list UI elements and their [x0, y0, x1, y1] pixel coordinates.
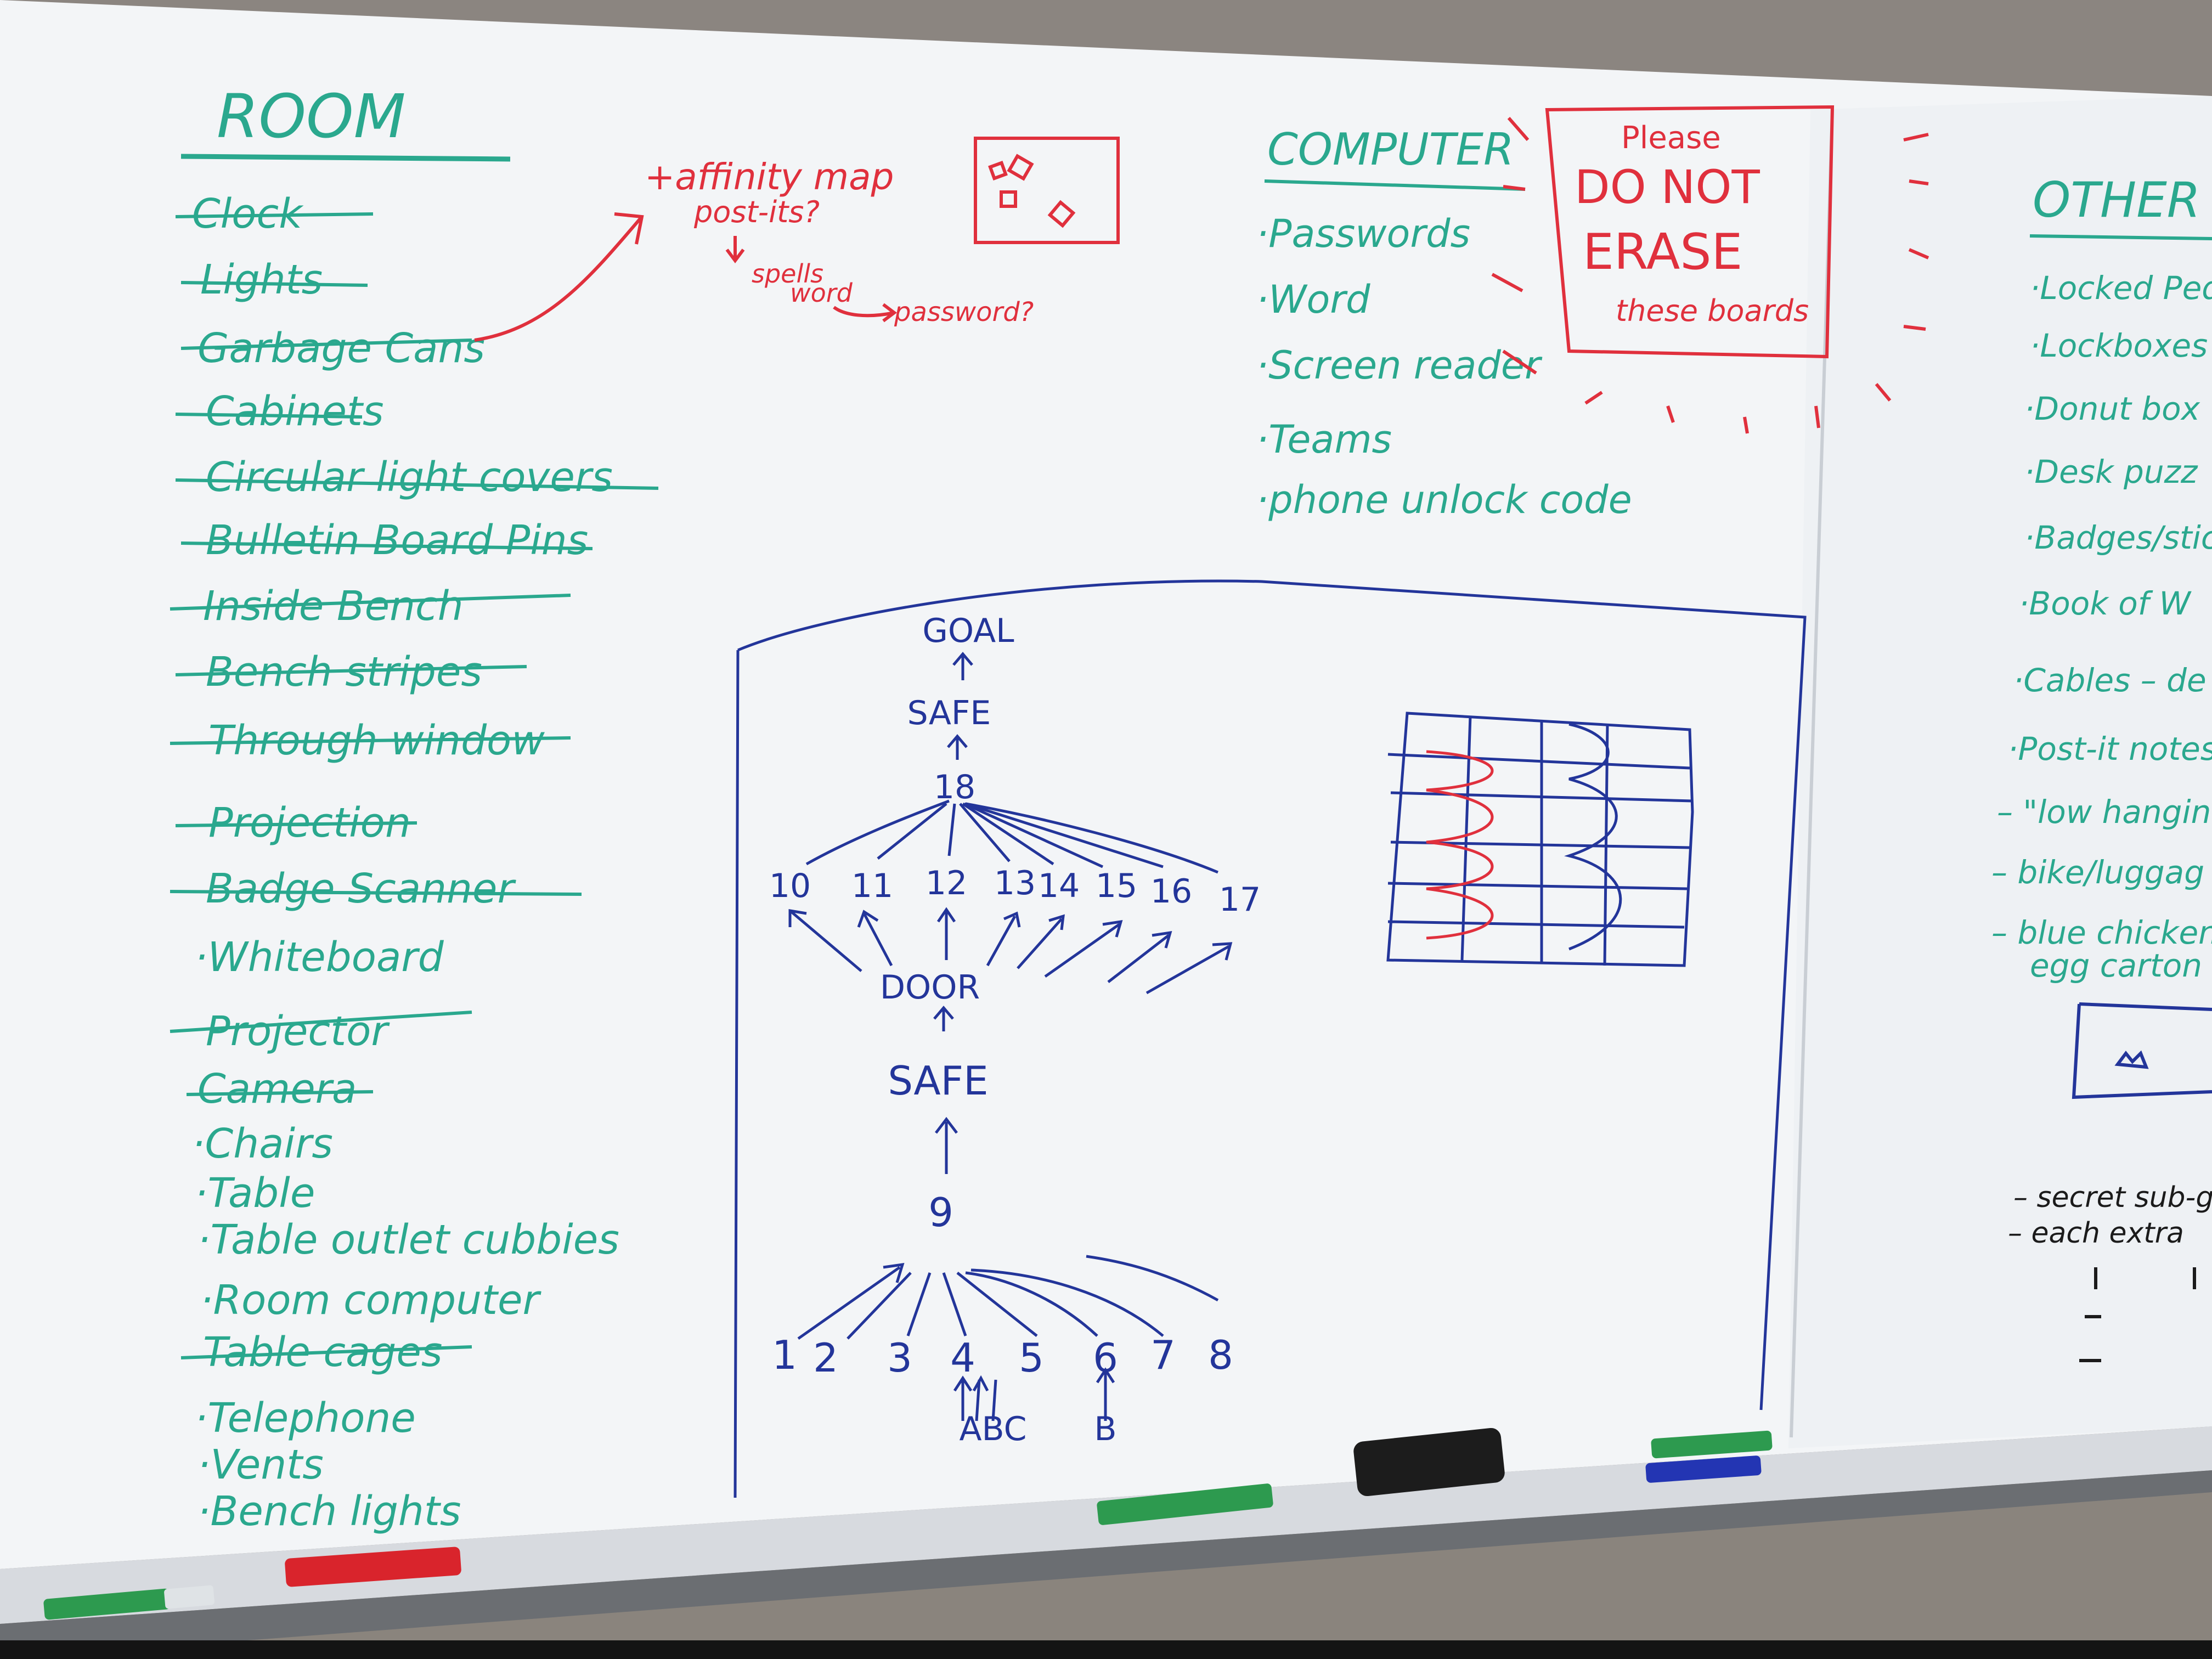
room-item: ·Table: [195, 1170, 315, 1217]
diagram-number: 10: [769, 867, 811, 905]
diagram-safe-mid: SAFE: [888, 1058, 988, 1104]
diagram-number: 17: [1219, 881, 1261, 919]
other-item: ·Lockboxes: [2030, 327, 2208, 364]
room-list: ROOM Clock Lights Garbage Cans Cabinets …: [170, 81, 659, 1535]
room-item: Garbage Cans: [198, 325, 485, 372]
other-heading: OTHER: [2033, 172, 2200, 228]
affinity-notes: +affinity map post-its? spells word pass…: [474, 137, 1120, 342]
green-marker: [1651, 1430, 1773, 1459]
affinity-spells: spells: [752, 259, 823, 289]
diagram-number: 14: [1038, 867, 1080, 905]
other-item: ·Badges/stick: [2024, 519, 2212, 556]
affinity-postits: post-its?: [693, 195, 820, 229]
room-item: ·Table outlet cubbies: [198, 1216, 619, 1263]
green-marker: [43, 1585, 215, 1620]
notice-erase: ERASE: [1583, 223, 1742, 281]
other-item: ·Desk puzz: [2024, 453, 2198, 490]
diagram-number: 13: [994, 864, 1036, 902]
other-sub2: – each extra: [2008, 1217, 2184, 1250]
room-item: Badge Scanner: [206, 865, 516, 912]
diagram-number: 16: [1150, 872, 1192, 911]
room-item: Lights: [200, 256, 323, 303]
room-item: Projector: [206, 1008, 390, 1055]
other-sub1: – secret sub-g: [2013, 1181, 2212, 1214]
marker-tray: [43, 1427, 1773, 1620]
other-item: – "low hanging: [1997, 793, 2212, 831]
diagram-number: 8: [1208, 1332, 1233, 1378]
green-marker: [1097, 1483, 1273, 1525]
blue-marker: [1645, 1455, 1762, 1483]
notice-please: Please: [1621, 120, 1721, 156]
affinity-password: password?: [894, 297, 1034, 328]
room-item: ·Telephone: [195, 1395, 416, 1442]
diagram-number: 4: [950, 1335, 975, 1381]
grid-sketch: [1386, 712, 1694, 967]
affinity-word: word: [790, 278, 853, 308]
diagram-safe-top: SAFE: [907, 694, 991, 732]
computer-item: ·phone unlock code: [1256, 477, 1632, 522]
diagram-number: 1: [772, 1332, 797, 1378]
diagram-door: DOOR: [880, 968, 980, 1007]
diagram-number: 5: [1019, 1335, 1044, 1381]
diagram-18: 18: [934, 768, 975, 806]
other-list: OTHER ·Locked Ped ·Lockboxes ·Donut box …: [1991, 172, 2212, 1362]
affinity-title: +affinity map: [645, 156, 894, 198]
room-item: Bulletin Board Pins: [206, 517, 588, 564]
computer-item: ·Teams: [1256, 417, 1392, 462]
room-item: ·Vents: [198, 1441, 324, 1488]
diagram-number: 7: [1150, 1332, 1176, 1378]
other-item: egg carton: [2030, 947, 2202, 984]
puzzle-flow-diagram: GOAL SAFE 18 10 11 12 13 14 15 16 17 DOO…: [733, 579, 1807, 1498]
computer-heading: COMPUTER: [1267, 124, 1514, 175]
red-marker: [285, 1547, 461, 1587]
other-item: – bike/luggag: [1991, 854, 2204, 891]
diagram-9: 9: [928, 1189, 953, 1235]
room-heading: ROOM: [217, 81, 406, 151]
room-item: ·Chairs: [192, 1120, 333, 1167]
eraser: [1353, 1427, 1505, 1497]
computer-list: COMPUTER ·Passwords ·Word ·Screen reader…: [1256, 124, 1632, 522]
computer-item: ·Passwords: [1256, 211, 1470, 256]
other-item: ·Post-it notes: [2008, 730, 2212, 768]
room-item: Camera: [198, 1065, 357, 1113]
other-item: ·Cables – de: [2013, 662, 2207, 699]
notice-do-not: DO NOT: [1575, 160, 1760, 214]
computer-item: ·Word: [1256, 277, 1370, 322]
other-item: ·Locked Ped: [2030, 269, 2212, 307]
diagram-number: 11: [851, 867, 893, 905]
room-item: ·Whiteboard: [195, 934, 444, 981]
room-item: Cabinets: [206, 388, 384, 435]
computer-item: ·Screen reader: [1256, 343, 1543, 388]
do-not-erase-notice: Please DO NOT ERASE these boards: [1491, 105, 1929, 434]
diagram-number: 3: [887, 1335, 912, 1381]
notice-these-boards: these boards: [1616, 294, 1809, 328]
other-item: ·Donut box: [2024, 390, 2200, 427]
diagram-number: 2: [813, 1335, 838, 1381]
room-item: ·Room computer: [200, 1277, 542, 1324]
diagram-number: 15: [1096, 867, 1137, 905]
diagram-goal: GOAL: [922, 612, 1014, 650]
room-item: ·Bench lights: [198, 1488, 461, 1535]
other-item: – blue chicken: [1991, 914, 2212, 951]
diagram-number: 12: [926, 864, 967, 902]
other-item: ·Book of W: [2019, 585, 2192, 622]
room-item: Circular light covers: [206, 454, 613, 501]
